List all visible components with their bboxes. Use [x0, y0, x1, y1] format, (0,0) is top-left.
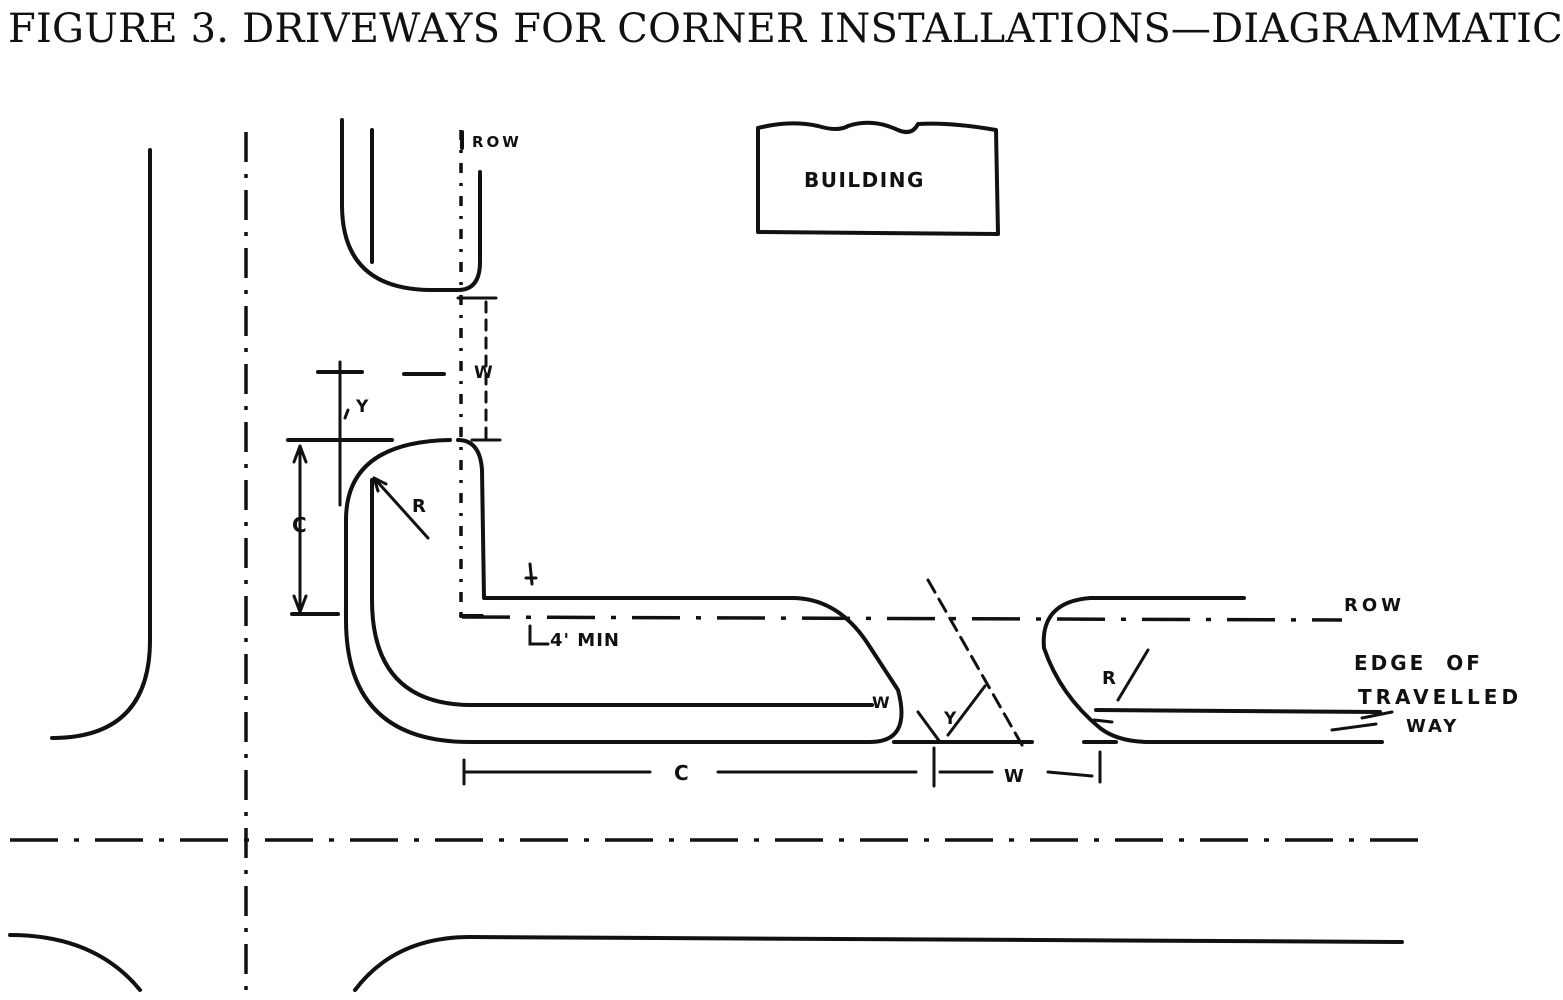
min-offset-tick — [524, 562, 538, 586]
r-right-angle-mark — [1092, 718, 1114, 724]
c-horizontal-label: C — [674, 761, 689, 785]
r-radius-line — [372, 476, 430, 540]
w-vertical-label: W — [474, 363, 493, 383]
y-angled-line — [946, 684, 987, 737]
r-radius-arrow — [372, 476, 388, 493]
right-driveway-edge — [1041, 596, 1384, 744]
angled-dim-line — [926, 578, 1028, 754]
r-right-radius-line — [1116, 648, 1150, 702]
edge-leader-upper — [1360, 710, 1394, 720]
r-right-label: R — [1102, 668, 1116, 689]
row-line-horizontal — [461, 615, 1343, 622]
way-label: WAY — [1406, 716, 1459, 737]
row-top-label: ROW — [472, 133, 522, 151]
angled-ref-line — [916, 710, 942, 744]
edge-leader-lower — [1330, 722, 1378, 732]
y-left-label: Y — [355, 397, 369, 417]
c-vertical-label: C — [292, 513, 307, 537]
edge-of-label: EDGE OF — [1354, 651, 1483, 675]
w-small-label: W — [872, 693, 890, 712]
main-street-lower-right-curb — [353, 935, 1404, 992]
cross-street-left-edge — [50, 148, 152, 740]
y-dim-arrow — [343, 408, 350, 420]
building-outline — [756, 120, 1000, 236]
r-corner-label: R — [412, 496, 426, 517]
travelled-label: TRAVELLED — [1358, 685, 1522, 709]
main-street-lower-left-curb — [8, 933, 142, 992]
row-right-label: ROW — [1344, 595, 1405, 616]
y-angled-label: Y — [943, 709, 957, 729]
corner-driveway-outer-edge — [344, 438, 904, 744]
travelled-way-line — [1094, 708, 1382, 714]
min-offset-label: 4' MIN — [550, 630, 620, 651]
building-label: BUILDING — [804, 168, 925, 192]
figure-title: FIGURE 3. DRIVEWAYS FOR CORNER INSTALLAT… — [8, 6, 1563, 52]
min-offset-bracket — [528, 624, 550, 646]
corner-driveway-inner-edge — [370, 478, 874, 707]
top-driveway-outer — [340, 118, 482, 292]
w-dim-horizontal-right — [1046, 770, 1094, 778]
w-horizontal-label: W — [1004, 766, 1024, 787]
c-dim-arrows — [292, 444, 308, 614]
